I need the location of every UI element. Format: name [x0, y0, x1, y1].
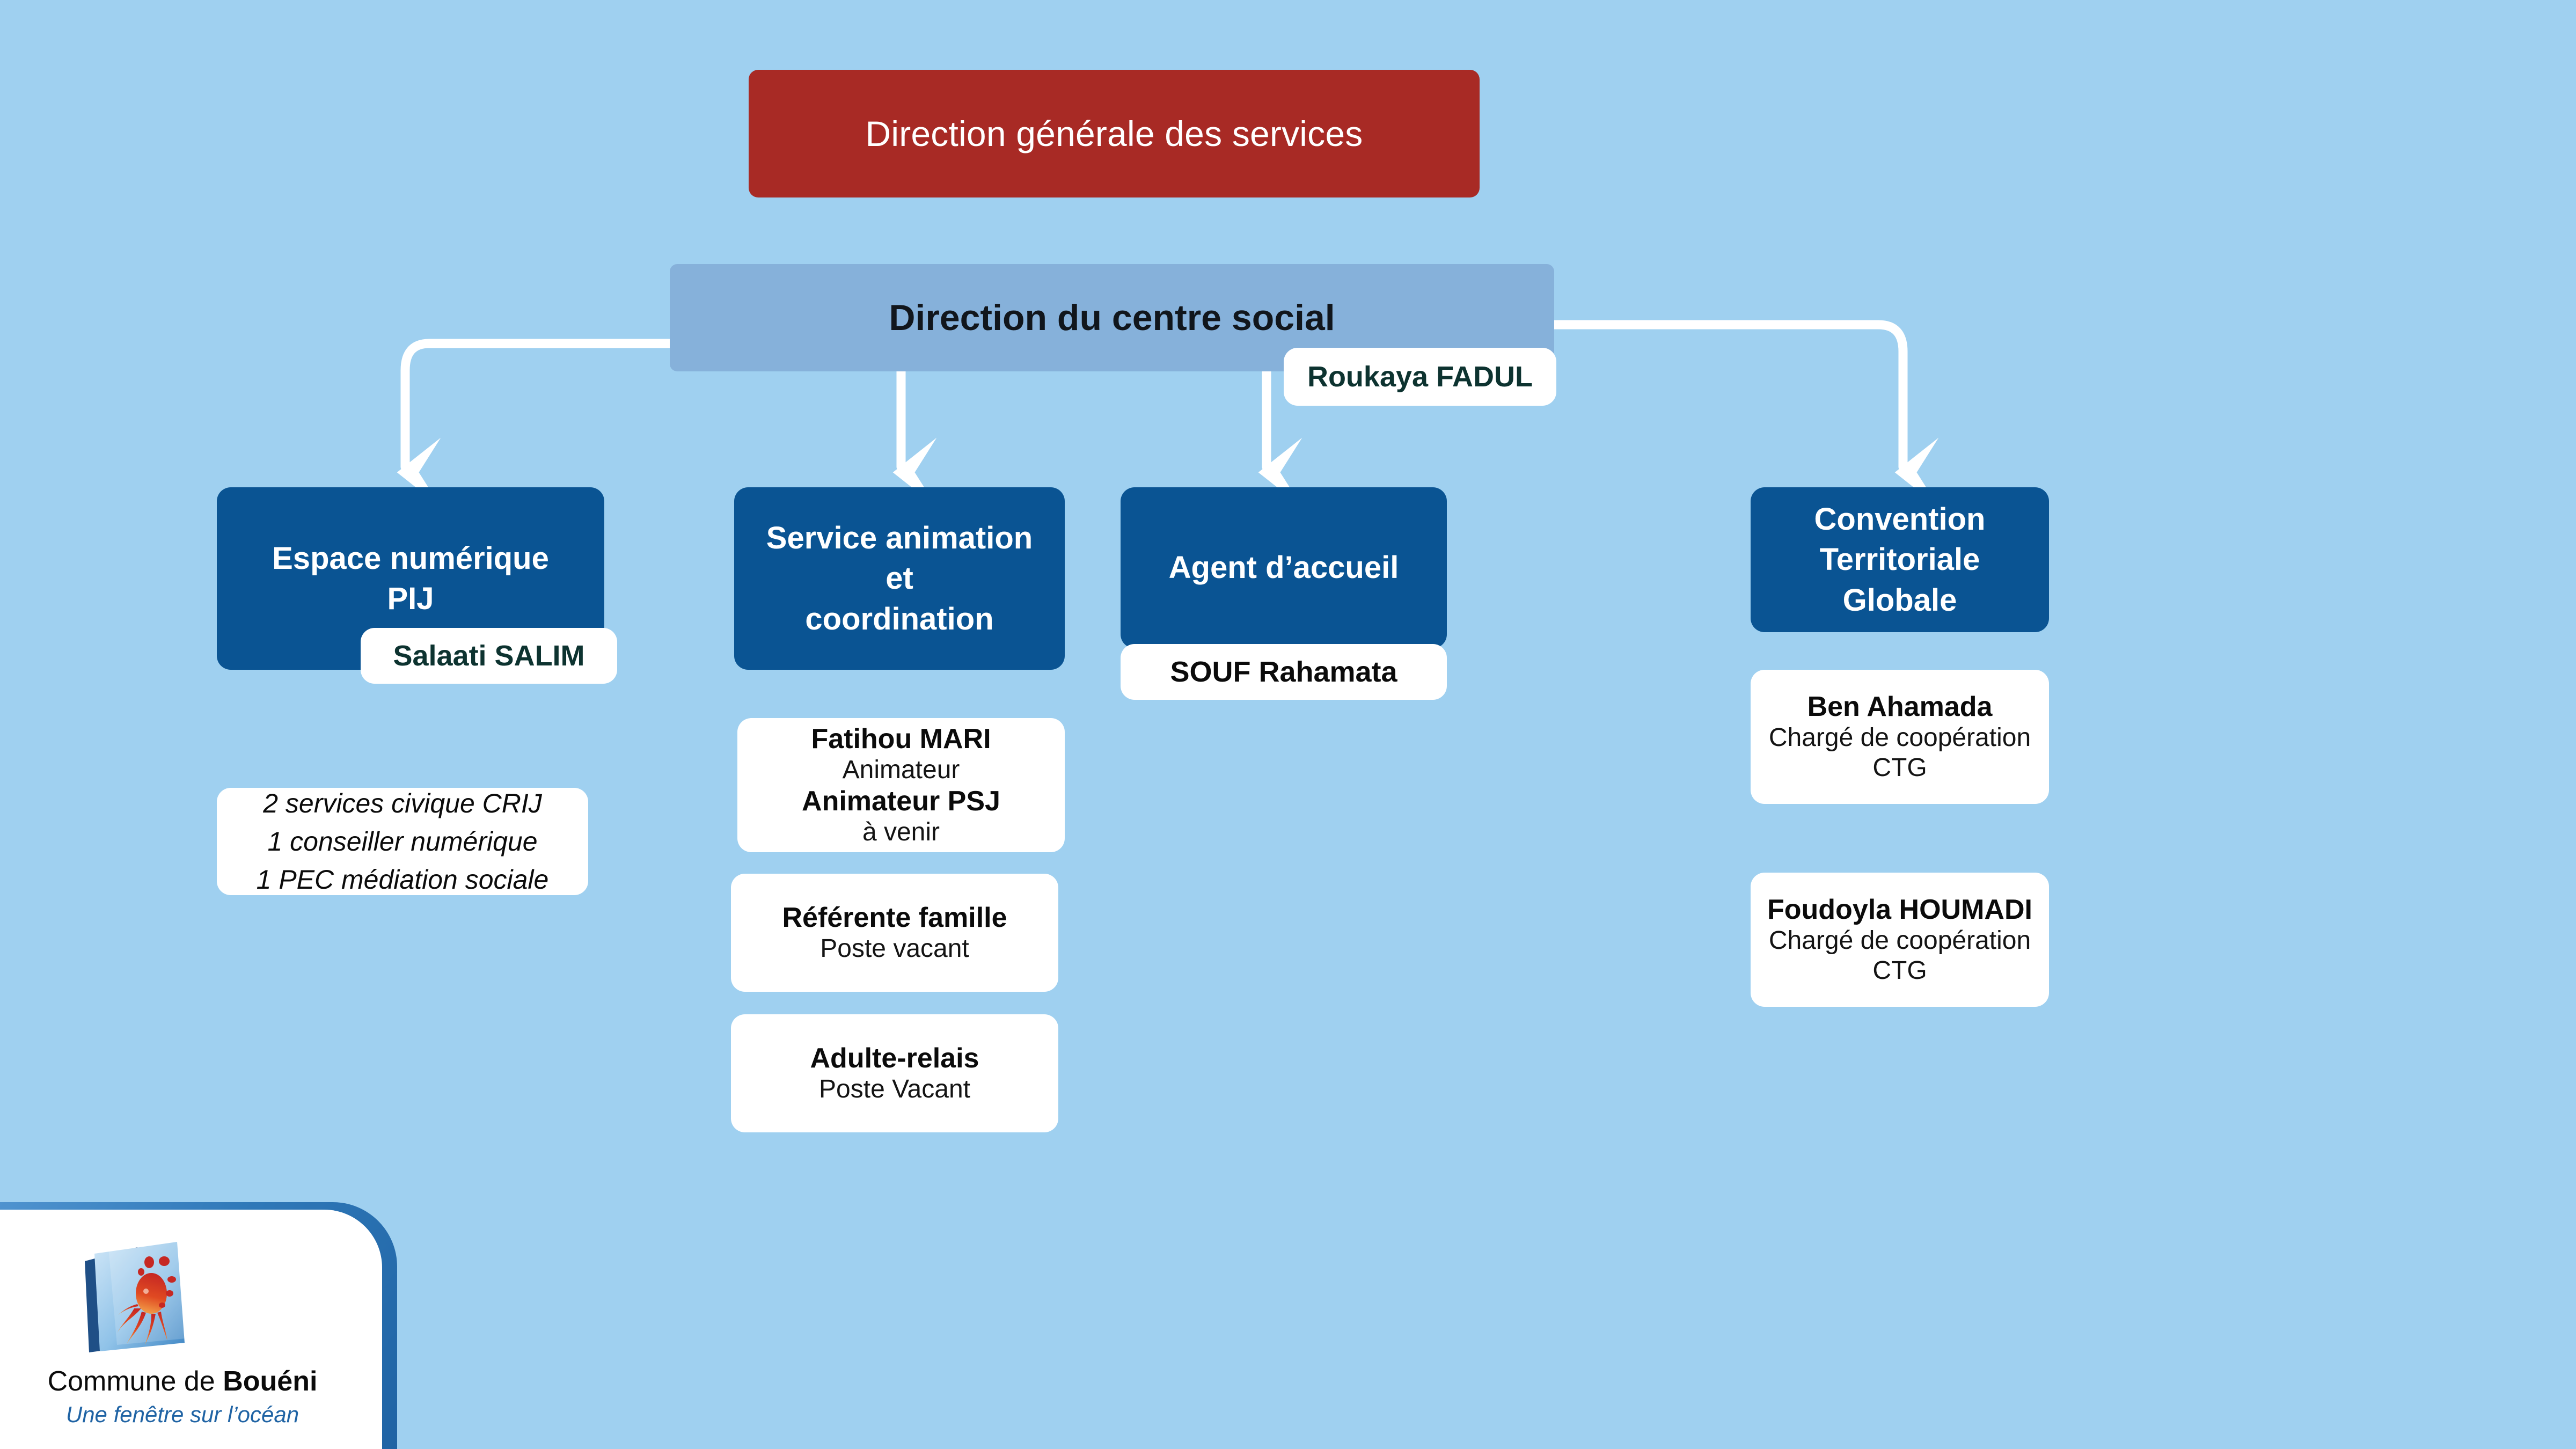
- top-box-direction-generale[interactable]: Direction générale des services: [749, 70, 1480, 197]
- logo-name-bold: Bouéni: [223, 1366, 318, 1397]
- logo-tagline: Une fenêtre sur l’océan: [65, 1402, 299, 1427]
- logo-commune-name: Commune de Bouéni: [0, 1365, 365, 1397]
- header-box-label: Direction du centre social: [889, 297, 1335, 338]
- person-card-fatihou-mari[interactable]: Fatihou MARI Animateur Animateur PSJ à v…: [737, 718, 1065, 852]
- person-name-secondary: Animateur PSJ: [802, 786, 1000, 817]
- logo-panel: Commune de Bouéni Une fenêtre sur l’océa…: [0, 1202, 397, 1449]
- person-card-ben-ahamada[interactable]: Ben Ahamada Chargé de coopération CTG: [1751, 670, 2049, 804]
- department-box-convention-territoriale[interactable]: Convention Territoriale Globale: [1751, 487, 2049, 632]
- person-role-secondary: à venir: [862, 818, 940, 847]
- person-role: Poste vacant: [820, 934, 969, 963]
- note-line-2: 1 conseiller numérique: [267, 826, 538, 857]
- person-name: Foudoyla HOUMADI: [1767, 894, 2032, 926]
- department-box-agent-accueil[interactable]: Agent d’accueil: [1121, 487, 1447, 648]
- person-name: Référente famille: [782, 902, 1007, 933]
- person-role: Chargé de coopération: [1768, 926, 2031, 955]
- logo-name-prefix: Commune de: [47, 1366, 223, 1397]
- chip-agent-accueil-name[interactable]: SOUF Rahamata: [1121, 644, 1447, 700]
- department-title-line2: coordination: [805, 601, 994, 636]
- chip-director-label: Roukaya FADUL: [1307, 361, 1533, 393]
- person-card-adulte-relais[interactable]: Adulte-relais Poste Vacant: [731, 1014, 1058, 1132]
- person-role: Chargé de coopération: [1768, 723, 2031, 752]
- logo-panel-inner: Commune de Bouéni Une fenêtre sur l’océa…: [0, 1210, 382, 1449]
- octopus-window-logo-icon: [85, 1241, 186, 1352]
- chip-espace-numerique-name[interactable]: Salaati SALIM: [361, 628, 617, 684]
- person-role: Animateur: [842, 756, 960, 785]
- person-name: Adulte-relais: [810, 1043, 979, 1074]
- department-label-convention-territoriale: Convention Territoriale Globale: [1751, 499, 2049, 620]
- top-box-label: Direction générale des services: [865, 114, 1363, 153]
- person-card-foudoyla-houmadi[interactable]: Foudoyla HOUMADI Chargé de coopération C…: [1751, 873, 2049, 1007]
- chip-espace-numerique-label: Salaati SALIM: [393, 640, 585, 672]
- header-box-direction-centre-social[interactable]: Direction du centre social: [670, 264, 1554, 371]
- department-box-service-animation[interactable]: Service animation et coordination: [734, 487, 1065, 670]
- note-line-3: 1 PEC médiation sociale: [256, 864, 549, 895]
- department-title-line1: Espace numérique: [272, 540, 549, 576]
- connector-convention-territoriale: [1549, 320, 1939, 507]
- department-label-espace-numerique: Espace numérique PIJ: [258, 538, 563, 619]
- department-title-line1: Service animation et: [766, 520, 1033, 596]
- department-title-line1: Agent d’accueil: [1168, 550, 1399, 586]
- person-role-line2: CTG: [1872, 956, 1927, 985]
- chip-director-name[interactable]: Roukaya FADUL: [1284, 348, 1556, 406]
- person-role: Poste Vacant: [819, 1075, 970, 1104]
- department-title-line2: Territoriale Globale: [1819, 542, 1980, 618]
- department-title-line2: PIJ: [387, 581, 434, 616]
- person-name: Fatihou MARI: [811, 723, 991, 755]
- department-label-service-animation: Service animation et coordination: [734, 518, 1065, 639]
- person-role-line2: CTG: [1872, 753, 1927, 782]
- note-line-1: 2 services civique CRIJ: [263, 788, 542, 818]
- note-card-espace-numerique: 2 services civique CRIJ 1 conseiller num…: [217, 788, 588, 895]
- person-name: Ben Ahamada: [1807, 691, 1993, 723]
- department-label-agent-accueil: Agent d’accueil: [1155, 547, 1413, 588]
- chip-agent-accueil-label: SOUF Rahamata: [1170, 656, 1397, 688]
- department-title-line1: Convention: [1814, 501, 1986, 537]
- connector-espace-numerique: [397, 339, 675, 507]
- person-card-referente-famille[interactable]: Référente famille Poste vacant: [731, 874, 1058, 992]
